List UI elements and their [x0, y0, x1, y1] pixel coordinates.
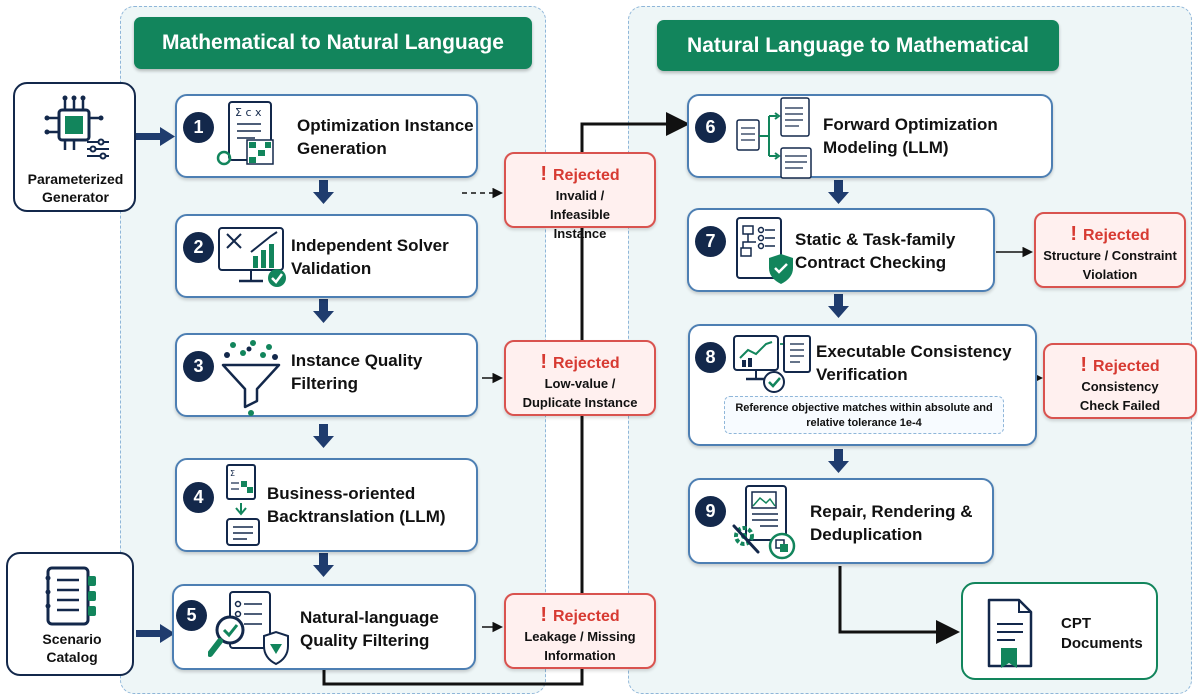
reject-detail-5: Consistency Check Failed: [1079, 379, 1161, 413]
scenario-catalog-box: Scenario Catalog: [6, 552, 134, 676]
down-arrows-left: [313, 180, 334, 577]
step-3-box: 3 Instance Quality Filtering: [175, 333, 478, 417]
svg-text:Σ c x: Σ c x: [235, 106, 262, 119]
left-panel-title: Mathematical to Natural Language: [134, 17, 532, 69]
step-6-label: Forward Optimization Modeling (LLM): [823, 115, 998, 157]
reject-box-invalid: !Rejected Invalid / Infeasible Instance: [504, 152, 656, 241]
step-7-label: Static & Task-family Contract Checking: [795, 230, 956, 272]
step-2-number: 2: [183, 232, 214, 263]
reject-detail-1: Invalid / Infeasible Instance: [550, 188, 610, 241]
svg-text:Σ: Σ: [230, 469, 235, 478]
step-9-number: 9: [695, 496, 726, 527]
reject-title-2: !Rejected: [540, 351, 620, 373]
step-4-box: 4 Σ Business-oriented Backtranslation (L…: [175, 458, 478, 552]
execution-verify-icon: [733, 335, 811, 393]
parameterized-generator-label: Parameterized Generator: [27, 171, 124, 205]
chip-icon: [44, 95, 109, 160]
step-2-box: 2 Independent Solver Validation: [175, 214, 478, 298]
step-1-box: 1 Σ c x Optimization Instance Generation: [175, 94, 478, 178]
reject-detail-2: Low-value / Duplicate Instance: [522, 376, 638, 410]
exclamation-icon: !: [1070, 223, 1077, 245]
exclamation-icon: !: [1080, 354, 1087, 376]
step-7-number: 7: [695, 226, 726, 257]
magnifier-document-icon: [208, 591, 289, 666]
step-3-number: 3: [183, 351, 214, 382]
source-arrows: [136, 127, 175, 643]
repair-render-icon: [732, 485, 796, 560]
step-1-label: Optimization Instance Generation: [297, 116, 474, 158]
step-7-box: 7 Static & Task-family Contract Checking: [687, 208, 995, 292]
reject-detail-3: Leakage / Missing Information: [524, 629, 636, 663]
step-6-box: 6 Forward Optimization Modeling (LLM): [687, 94, 1053, 179]
reject-box-leakage: !Rejected Leakage / Missing Information: [504, 593, 656, 669]
reject-detail-4: Structure / Constraint Violation: [1043, 248, 1177, 282]
step-5-number: 5: [176, 600, 207, 631]
exclamation-icon: !: [540, 351, 547, 373]
step-5-label: Natural-language Quality Filtering: [300, 608, 439, 650]
step-8-label: Executable Consistency Verification: [816, 342, 1012, 384]
forward-modeling-icon: [736, 97, 812, 179]
document-matrix-icon: Σ c x: [216, 101, 274, 166]
monitor-chart-icon: [218, 227, 286, 287]
reject-box-structure: !Rejected Structure / Constraint Violati…: [1034, 212, 1186, 288]
contract-checklist-icon: [736, 217, 793, 284]
notebook-icon: [45, 566, 96, 626]
step-9-label: Repair, Rendering & Deduplication: [810, 502, 973, 544]
exclamation-icon: !: [540, 604, 547, 626]
step-8-box: 8 Executable Consistency Verification Re…: [688, 324, 1037, 446]
cpt-documents-label: CPT Documents: [1061, 615, 1143, 652]
down-arrows-right: [828, 180, 849, 473]
reject-box-low-value: !Rejected Low-value / Duplicate Instance: [504, 340, 656, 416]
step-2-label: Independent Solver Validation: [291, 236, 449, 278]
step-4-number: 4: [183, 482, 214, 513]
right-panel-title: Natural Language to Mathematical: [657, 20, 1059, 71]
step-4-label: Business-oriented Backtranslation (LLM): [267, 484, 446, 526]
reject-title-4: !Rejected: [1070, 223, 1150, 245]
step-6-number: 6: [695, 112, 726, 143]
scenario-catalog-label: Scenario Catalog: [42, 631, 102, 665]
reject-box-consistency: !Rejected Consistency Check Failed: [1043, 343, 1197, 419]
reject-title-3: !Rejected: [540, 604, 620, 626]
reject-title-5: !Rejected: [1080, 354, 1160, 376]
funnel-icon: [221, 340, 281, 416]
cpt-documents-box: CPT Documents: [961, 582, 1158, 680]
step-1-number: 1: [183, 112, 214, 143]
step-5-box: 5 Natural-language Quality Filtering: [172, 584, 476, 670]
parameterized-generator-box: Parameterized Generator: [13, 82, 136, 212]
tolerance-note: Reference objective matches within absol…: [724, 396, 1004, 434]
reject-title-1: !Rejected: [540, 163, 620, 185]
step-3-label: Instance Quality Filtering: [291, 351, 423, 393]
step-8-number: 8: [695, 342, 726, 373]
certificate-document-icon: [987, 598, 1033, 668]
step-9-box: 9 Repair, Rendering & Deduplication: [688, 478, 994, 564]
backtranslation-icon: Σ: [226, 464, 260, 546]
exclamation-icon: !: [540, 163, 547, 185]
